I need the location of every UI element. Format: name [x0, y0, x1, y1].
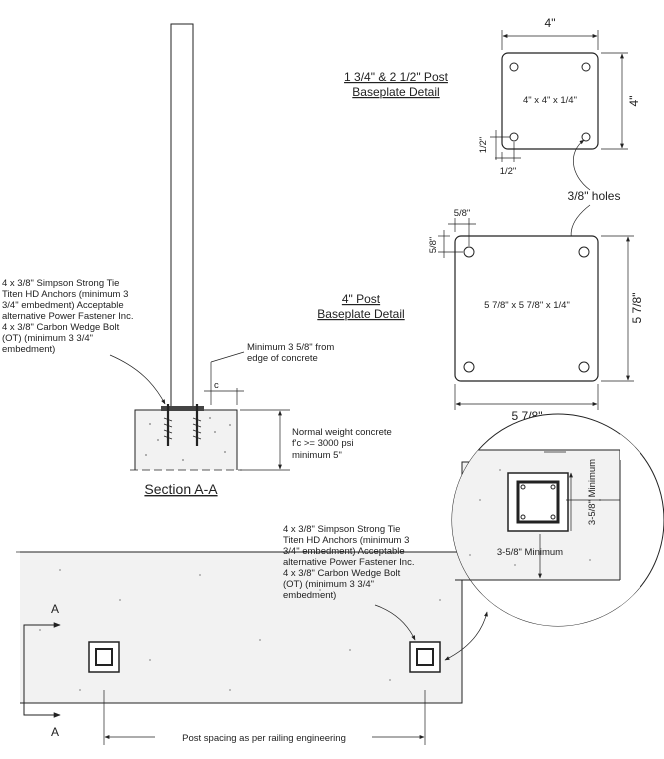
edge-note-1: Minimum 3 5/8" from — [247, 342, 334, 353]
section-title: Section A-A — [144, 481, 218, 497]
plan-anchor-note-line: embedment) — [283, 590, 336, 601]
bolt-hole — [581, 62, 591, 72]
concrete-slab-section — [134, 409, 238, 470]
plan-anchor-note-line: Titen HD Anchors (minimum 3 — [283, 535, 409, 546]
edge-mark: c — [214, 380, 219, 391]
large-height-dimension: 5 7/8" — [630, 293, 644, 324]
concrete-note-3: minimum 5" — [292, 450, 342, 461]
holes-callout: 3/8" holes — [568, 139, 621, 251]
plan-anchor-note-line: 4 x 3/8" Simpson Strong Tie — [283, 524, 400, 535]
small-height-dimension: 4" — [627, 96, 641, 107]
holes-label: 3/8" holes — [568, 189, 621, 203]
anchor-note-line: Titen HD Anchors (minimum 3 — [2, 289, 128, 300]
plan-anchor-note-line: alternative Power Fastener Inc. — [283, 557, 414, 568]
concrete-note-2: f'c >= 3000 psi — [292, 438, 354, 449]
anchor-note-line: 4 x 3/8" Simpson Strong Tie — [2, 278, 119, 289]
post-spacing-label: Post spacing as per railing engineering — [182, 733, 346, 744]
plan-anchor-note-line: (OT) (minimum 3 3/4" — [283, 579, 374, 590]
bolt-hole — [581, 132, 591, 142]
large-baseplate-title-1: 4" Post — [342, 292, 381, 306]
bolt-hole — [509, 132, 519, 142]
small-baseplate-detail: 4" x 4" x 1/4" 4" 4" 1/2" 1/2" 1 3/4" & … — [344, 16, 641, 177]
section-mark-top: A — [51, 602, 59, 616]
large-baseplate — [454, 235, 599, 382]
bolt-hole — [578, 361, 590, 373]
plan-baseplate-right — [409, 641, 441, 673]
plan-anchor-note-line: 4 x 3/8" Carbon Wedge Bolt — [283, 568, 401, 579]
large-plate-label: 5 7/8" x 5 7/8" x 1/4" — [484, 300, 570, 311]
bolt-hole — [509, 62, 519, 72]
anchor-note-line: 4 x 3/8" Carbon Wedge Bolt — [2, 322, 120, 333]
edge-note-2: edge of concrete — [247, 353, 318, 364]
small-baseplate-title-2: Baseplate Detail — [352, 85, 439, 99]
bolt-hole — [578, 246, 590, 258]
small-plate-label: 4" x 4" x 1/4" — [523, 95, 577, 106]
plan-baseplate-left — [88, 641, 120, 673]
large-edge-dimension-horizontal: 5/8" — [454, 208, 471, 219]
small-edge-dimension-vertical: 1/2" — [478, 137, 489, 154]
bolt-hole — [463, 246, 475, 258]
plan-anchor-note-line: 3/4" embedment) Acceptable — [283, 546, 405, 557]
section-a-a: c Minimum 3 5/8" from edge of concrete N… — [2, 23, 392, 497]
small-baseplate-title-1: 1 3/4" & 2 1/2" Post — [344, 70, 449, 84]
section-mark-bottom: A — [51, 725, 59, 739]
large-edge-dimension-vertical: 5/8" — [428, 237, 439, 254]
anchor-note-line: alternative Power Fastener Inc. — [2, 311, 133, 322]
section-baseplate — [161, 406, 204, 411]
large-baseplate-detail: 5 7/8" x 5 7/8" x 1/4" 5/8" 5/8" 5 7/8" … — [317, 208, 644, 423]
anchor-note-line: 3/4" embedment) Acceptable — [2, 300, 124, 311]
anchor-note-line: embedment) — [2, 344, 55, 355]
post — [170, 23, 194, 411]
small-baseplate — [501, 52, 599, 150]
bolt-hole — [463, 361, 475, 373]
min-horizontal-label: 3-5/8" Minimum — [497, 547, 563, 558]
concrete-note-1: Normal weight concrete — [292, 427, 392, 438]
small-width-dimension: 4" — [545, 16, 556, 30]
min-vertical-label: 3-5/8" Minimum — [587, 459, 598, 525]
large-baseplate-title-2: Baseplate Detail — [317, 307, 404, 321]
anchor-note-line: (OT) (minimum 3 3/4" — [2, 333, 93, 344]
small-edge-dimension-horizontal: 1/2" — [500, 166, 517, 177]
enlarged-detail: 3-5/8" Minimum 3-5/8" Minimum — [451, 413, 664, 627]
